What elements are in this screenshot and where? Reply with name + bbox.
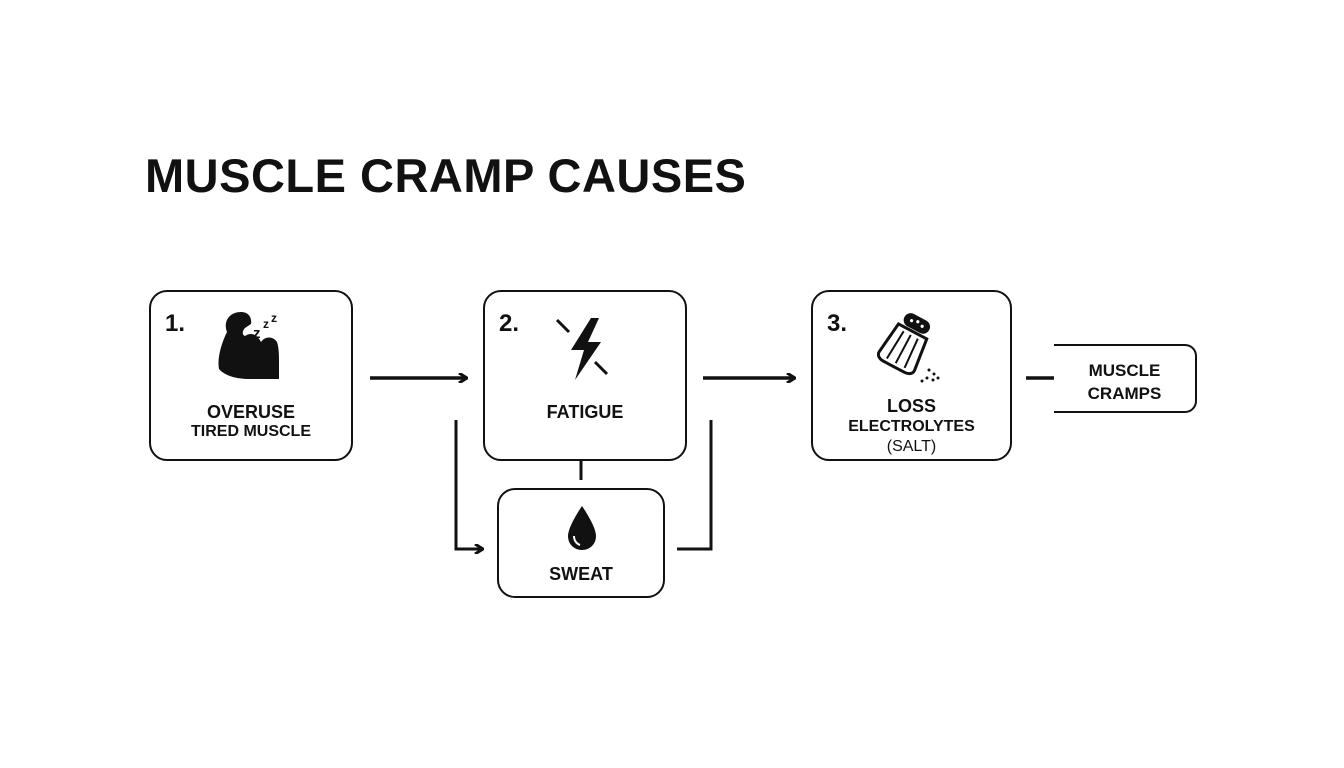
sweat-label: SWEAT <box>549 564 613 584</box>
step-sublabel: ELECTROLYTES <box>848 418 975 435</box>
step-loss-box: 3. LOSS ELECTROLYTES (SALT) <box>811 290 1012 461</box>
arrow-to-sweat <box>454 420 482 549</box>
diagram-title: MUSCLE CRAMP CAUSES <box>145 149 747 202</box>
svg-text:z: z <box>271 311 277 325</box>
result-box: MUSCLE CRAMPS <box>1054 344 1197 413</box>
salt-shaker-icon <box>877 313 940 383</box>
result-line-2: CRAMPS <box>1087 384 1162 403</box>
lightning-bolt-icon <box>555 318 609 380</box>
step-overuse-box: 1. z z z OVERUSE TIRED MUSCLE <box>149 290 353 461</box>
step-sublabel: TIRED MUSCLE <box>191 423 311 440</box>
result-line-1: MUSCLE <box>1088 361 1161 380</box>
step-sublabel-2: (SALT) <box>886 438 937 455</box>
svg-text:z: z <box>253 325 261 342</box>
step-label: OVERUSE <box>206 402 296 422</box>
step-number: 1. <box>165 310 186 337</box>
step-label: LOSS <box>886 396 936 416</box>
step-label: FATIGUE <box>546 402 624 422</box>
step-number: 3. <box>827 310 848 337</box>
sweat-box: SWEAT <box>497 488 665 598</box>
flexed-bicep-sleeping-icon: z z z <box>218 311 279 379</box>
step-number: 2. <box>499 310 520 337</box>
step-fatigue-box: 2. FATIGUE <box>483 290 687 461</box>
sweat-return-line <box>677 420 713 551</box>
water-drop-icon <box>568 506 596 550</box>
svg-text:z: z <box>263 317 269 331</box>
